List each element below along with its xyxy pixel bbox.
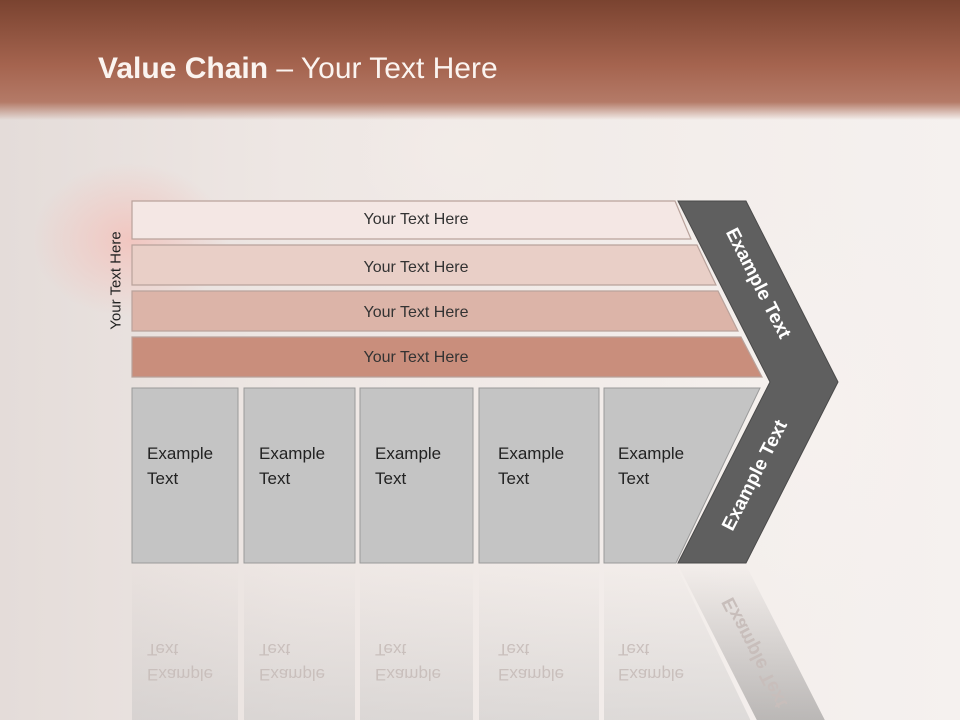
svg-text:Text: Text — [498, 640, 529, 659]
title-rest: – Your Text Here — [268, 52, 498, 85]
svg-text:Example: Example — [375, 444, 441, 463]
refl-box-4-line1: Example — [498, 665, 564, 684]
bar-1-label: Your Text Here — [364, 211, 469, 228]
refl-box-2-line1: Example — [259, 665, 325, 684]
svg-text:Example: Example — [618, 665, 684, 684]
box-1-line2: Text — [147, 469, 178, 488]
chevron-shape — [677, 200, 839, 564]
svg-text:Text: Text — [259, 469, 290, 488]
svg-text:Example: Example — [498, 665, 564, 684]
refl-box-1-line2: Text — [147, 640, 178, 659]
header-band — [0, 0, 960, 120]
box-1-shape — [131, 387, 239, 564]
bar-1: Your Text Here — [131, 200, 692, 240]
svg-text:Example: Example — [375, 665, 441, 684]
bar-4-label: Your Text Here — [364, 349, 469, 366]
box-3-line1: Example — [375, 444, 441, 463]
svg-text:Text: Text — [618, 640, 649, 659]
refl-box-5-line2: Text — [618, 640, 649, 659]
svg-text:Text: Text — [375, 640, 406, 659]
svg-text:Text: Text — [618, 469, 649, 488]
refl-box-5-line1: Example — [618, 665, 684, 684]
bar-3-shape — [131, 290, 739, 332]
bar-3: Your Text Here — [131, 290, 739, 332]
box-5: Example Text — [603, 387, 761, 564]
box-4-shape — [478, 387, 600, 564]
box-4: Example Text — [478, 387, 600, 564]
svg-text:Text: Text — [259, 640, 290, 659]
box-3-shape — [359, 387, 474, 564]
box-1-line1: Example — [147, 444, 213, 463]
bar-2-label: Your Text Here — [364, 259, 469, 276]
svg-text:Example: Example — [147, 444, 213, 463]
bar-3-label: Your Text Here — [364, 304, 469, 321]
bar-1-shape — [131, 200, 692, 240]
box-3: Example Text — [359, 387, 474, 564]
svg-text:Text: Text — [147, 469, 178, 488]
svg-text:Example: Example — [618, 444, 684, 463]
box-2: Example Text — [243, 387, 356, 564]
svg-text:Text: Text — [147, 640, 178, 659]
bar-4-shape — [131, 336, 763, 378]
box-3-line2: Text — [375, 469, 406, 488]
box-5-shape — [603, 387, 761, 564]
refl-box-3-line2: Text — [375, 640, 406, 659]
box-5-line1: Example — [618, 444, 684, 463]
box-4-line1: Example — [498, 444, 564, 463]
svg-text:Example: Example — [259, 444, 325, 463]
title-bold: Value Chain — [98, 52, 269, 85]
box-2-line2: Text — [259, 469, 290, 488]
svg-text:Text: Text — [375, 469, 406, 488]
box-5-line2: Text — [618, 469, 649, 488]
bar-2: Your Text Here — [131, 244, 717, 286]
svg-text:Example: Example — [259, 665, 325, 684]
bar-4: Your Text Here — [131, 336, 763, 378]
refl-box-4-line2: Text — [498, 640, 529, 659]
svg-text:Example: Example — [147, 665, 213, 684]
refl-box-1-line1: Example — [147, 665, 213, 684]
svg-text:Example: Example — [498, 444, 564, 463]
slide-title: Value Chain – Your Text Here — [98, 52, 498, 86]
refl-box-2-line2: Text — [259, 640, 290, 659]
svg-text:Text: Text — [498, 469, 529, 488]
box-2-shape — [243, 387, 356, 564]
refl-box-3-line1: Example — [375, 665, 441, 684]
box-4-line2: Text — [498, 469, 529, 488]
bar-2-shape — [131, 244, 717, 286]
reflection: Example Text Example Text Example Text E… — [132, 565, 825, 720]
box-2-line1: Example — [259, 444, 325, 463]
box-1: Example Text — [131, 387, 239, 564]
